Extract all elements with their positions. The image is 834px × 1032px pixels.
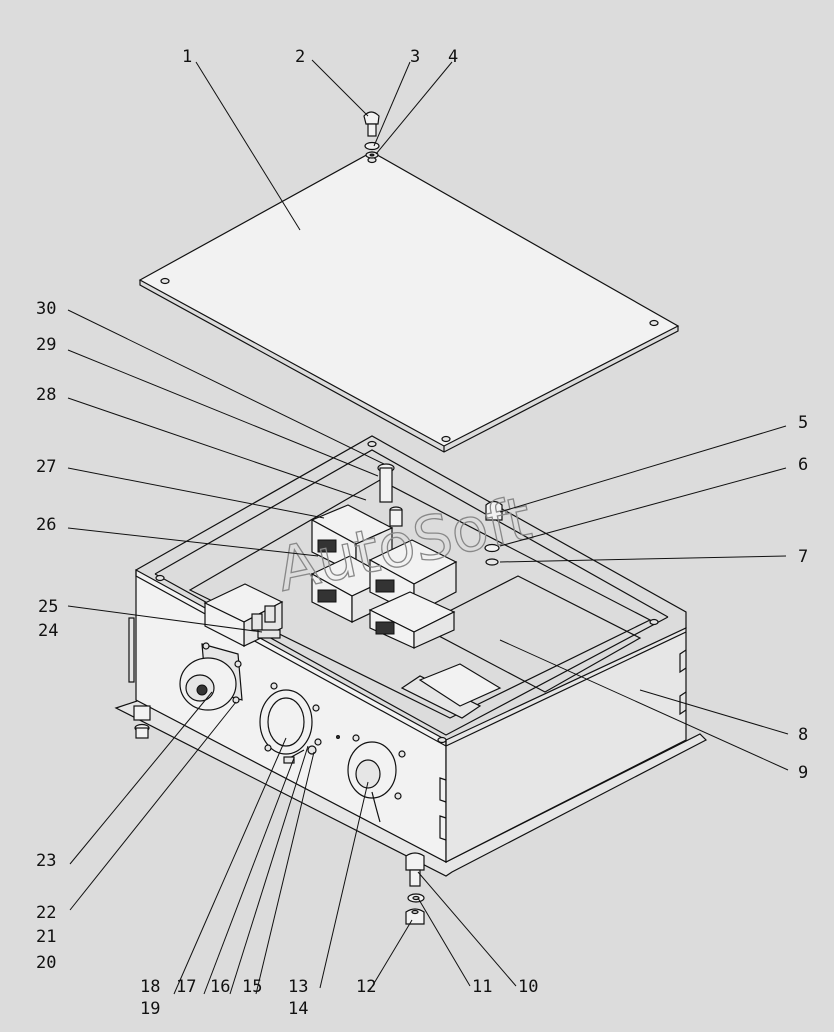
callout-1: 1 xyxy=(182,47,192,67)
callout-23: 23 xyxy=(36,851,56,871)
callout-13: 13 xyxy=(288,977,308,997)
callout-9: 9 xyxy=(798,763,808,783)
callout-labels: 1 2 3 4 5 6 7 8 9 10 11 12 13 14 15 16 1… xyxy=(36,47,808,1019)
front-connector-23 xyxy=(179,642,243,711)
callout-6: 6 xyxy=(798,455,808,475)
inner-bolt xyxy=(377,463,403,527)
callout-27: 27 xyxy=(36,457,56,477)
callout-4: 4 xyxy=(448,47,458,67)
terminal-block xyxy=(203,583,284,647)
callout-28: 28 xyxy=(36,385,56,405)
callout-20: 20 xyxy=(36,953,56,973)
relay-upper-left xyxy=(310,504,394,575)
callout-2: 2 xyxy=(295,47,305,67)
inner-component-block xyxy=(400,575,642,719)
callout-7: 7 xyxy=(798,547,808,567)
left-base-bolt xyxy=(133,705,151,739)
inner-hardware xyxy=(484,500,503,566)
cover-plate xyxy=(138,151,680,453)
callout-19: 19 xyxy=(140,999,160,1019)
cover-screw xyxy=(363,111,380,159)
callout-30: 30 xyxy=(36,299,56,319)
front-base-bolt xyxy=(405,852,425,925)
callout-29: 29 xyxy=(36,335,56,355)
front-connector-13 xyxy=(336,734,406,823)
leader-lines xyxy=(67,59,789,995)
callout-16: 16 xyxy=(210,977,230,997)
callout-25: 25 xyxy=(38,597,58,617)
callout-11: 11 xyxy=(472,977,492,997)
callout-17: 17 xyxy=(176,977,196,997)
callout-3: 3 xyxy=(410,47,420,67)
callout-21: 21 xyxy=(36,927,56,947)
callout-15: 15 xyxy=(242,977,262,997)
callout-26: 26 xyxy=(36,515,56,535)
callout-10: 10 xyxy=(518,977,538,997)
callout-8: 8 xyxy=(798,725,808,745)
callout-5: 5 xyxy=(798,413,808,433)
callout-12: 12 xyxy=(356,977,376,997)
callout-24: 24 xyxy=(38,621,58,641)
callout-14: 14 xyxy=(288,999,308,1019)
relay-lower-right xyxy=(368,591,456,649)
callout-18: 18 xyxy=(140,977,160,997)
callout-22: 22 xyxy=(36,903,56,923)
relay-lower-left xyxy=(310,555,392,623)
